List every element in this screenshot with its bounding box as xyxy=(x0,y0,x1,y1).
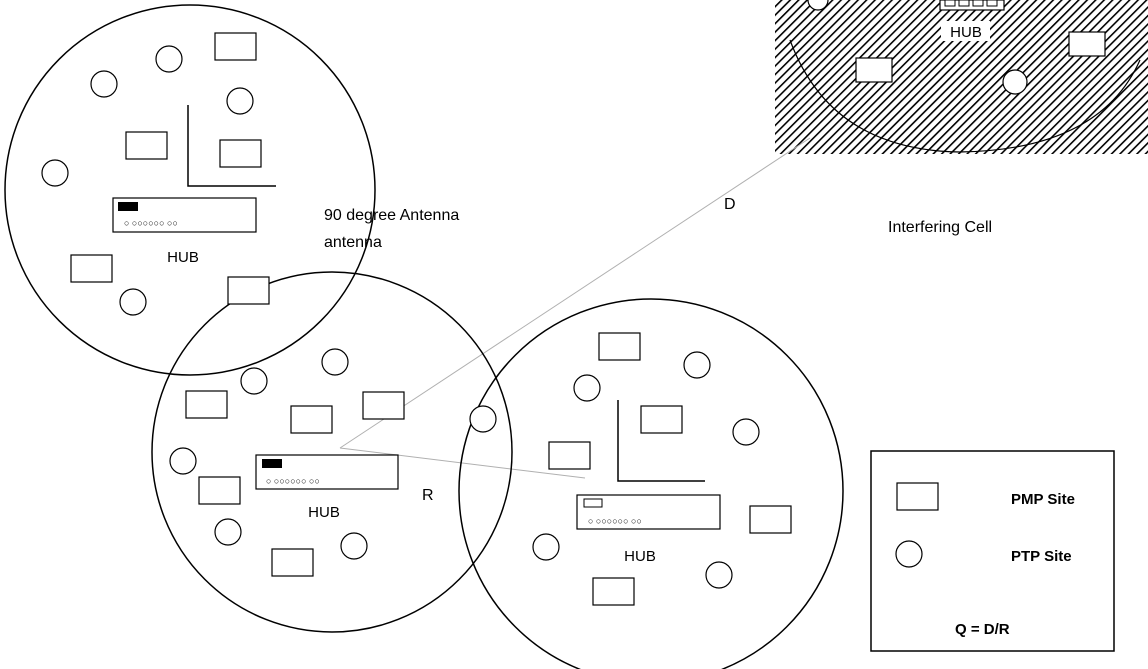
cell-circle-bottom-right xyxy=(458,298,844,669)
port-icon xyxy=(958,0,970,7)
legend-ptp-label: PTP Site xyxy=(1011,548,1072,565)
interference-distance-line xyxy=(339,137,811,449)
legend-q-formula: Q = D/R xyxy=(955,621,1010,638)
interfering-hub-label-bg xyxy=(941,21,990,41)
pmp-site-icon xyxy=(271,548,314,577)
ptp-site-icon xyxy=(573,374,601,402)
ptp-site-icon xyxy=(683,351,711,379)
pmp-site-icon xyxy=(548,441,591,470)
pmp-site-icon xyxy=(855,57,893,83)
radius-r-label: R xyxy=(422,487,434,504)
cell-circle-bottom-middle xyxy=(151,271,513,633)
ptp-site-icon xyxy=(732,418,760,446)
pmp-site-icon xyxy=(598,332,641,361)
legend: PMP Site PTP Site Q = D/R xyxy=(870,450,1115,652)
hub-device: ○ ○○○○○○ ○○ xyxy=(255,454,399,490)
cell-circle-top-left xyxy=(4,4,376,376)
legend-pmp-label: PMP Site xyxy=(1011,491,1075,508)
ptp-site-icon xyxy=(155,45,183,73)
hub-device-body xyxy=(255,454,399,490)
pmp-site-icon xyxy=(198,476,241,505)
pmp-site-icon xyxy=(219,139,262,168)
port-icon xyxy=(972,0,984,7)
hub-device: ○ ○○○○○○ ○○ xyxy=(112,197,257,233)
hub-device-display xyxy=(118,202,138,211)
ptp-site-icon xyxy=(90,70,118,98)
port-icon xyxy=(986,0,998,7)
hub-device-display xyxy=(583,498,603,508)
cell-top-left: ○ ○○○○○○ ○○ HUB xyxy=(41,32,276,316)
port-icon xyxy=(944,0,956,7)
interfering-cell: HUB xyxy=(775,0,1148,154)
hub-device-ports: ○ ○○○○○○ ○○ xyxy=(266,476,320,486)
pmp-site-icon xyxy=(640,405,683,434)
ptp-site-icon xyxy=(321,348,349,376)
ptp-site-icon xyxy=(41,159,69,187)
antenna-label-line2: antenna xyxy=(324,234,382,251)
antenna-label-line1: 90 degree Antenna xyxy=(324,207,459,224)
pmp-site-icon xyxy=(290,405,333,434)
ptp-site-icon xyxy=(240,367,268,395)
pmp-site-icon xyxy=(592,577,635,606)
pmp-site-icon xyxy=(227,276,270,305)
hub-device-body xyxy=(576,494,721,530)
interfering-hub-device xyxy=(939,0,1005,11)
ptp-site-icon xyxy=(469,405,497,433)
ptp-site-icon xyxy=(119,288,147,316)
hub-device-display xyxy=(262,459,282,468)
ptp-site-icon xyxy=(532,533,560,561)
hub-label: HUB xyxy=(167,249,199,266)
interfering-cell-boundary xyxy=(789,39,1141,153)
pmp-site-icon xyxy=(185,390,228,419)
pmp-site-icon xyxy=(70,254,113,283)
ptp-site-icon xyxy=(169,447,197,475)
hub-label: HUB xyxy=(308,504,340,521)
pmp-site-icon xyxy=(214,32,257,61)
hub-label: HUB xyxy=(624,548,656,565)
hub-device-ports: ○ ○○○○○○ ○○ xyxy=(588,516,642,526)
hub-device-ports: ○ ○○○○○○ ○○ xyxy=(124,218,178,228)
ptp-site-icon xyxy=(226,87,254,115)
hub-device: ○ ○○○○○○ ○○ xyxy=(576,494,721,530)
pmp-site-icon xyxy=(362,391,405,420)
antenna-90-degree-icon xyxy=(617,400,705,482)
legend-pmp-icon xyxy=(896,482,939,511)
legend-ptp-icon xyxy=(895,540,923,568)
ptp-site-icon xyxy=(340,532,368,560)
link-lines xyxy=(339,137,811,479)
pmp-site-icon xyxy=(1068,31,1106,57)
pmp-site-icon xyxy=(749,505,792,534)
ptp-site-icon xyxy=(807,0,829,11)
antenna-90-degree-icon xyxy=(187,105,276,187)
interfering-cell-label: Interfering Cell xyxy=(888,219,992,236)
distance-d-label: D xyxy=(724,196,736,213)
ptp-site-icon xyxy=(214,518,242,546)
cell-bottom-middle: ○ ○○○○○○ ○○ HUB xyxy=(169,348,497,577)
interfering-hub-label: HUB xyxy=(950,24,982,41)
ptp-site-icon xyxy=(1002,69,1028,95)
ptp-site-icon xyxy=(705,561,733,589)
cell-radius-line xyxy=(339,447,586,479)
pmp-site-icon xyxy=(125,131,168,160)
cell-bottom-right: ○ ○○○○○○ ○○ HUB xyxy=(532,332,792,606)
